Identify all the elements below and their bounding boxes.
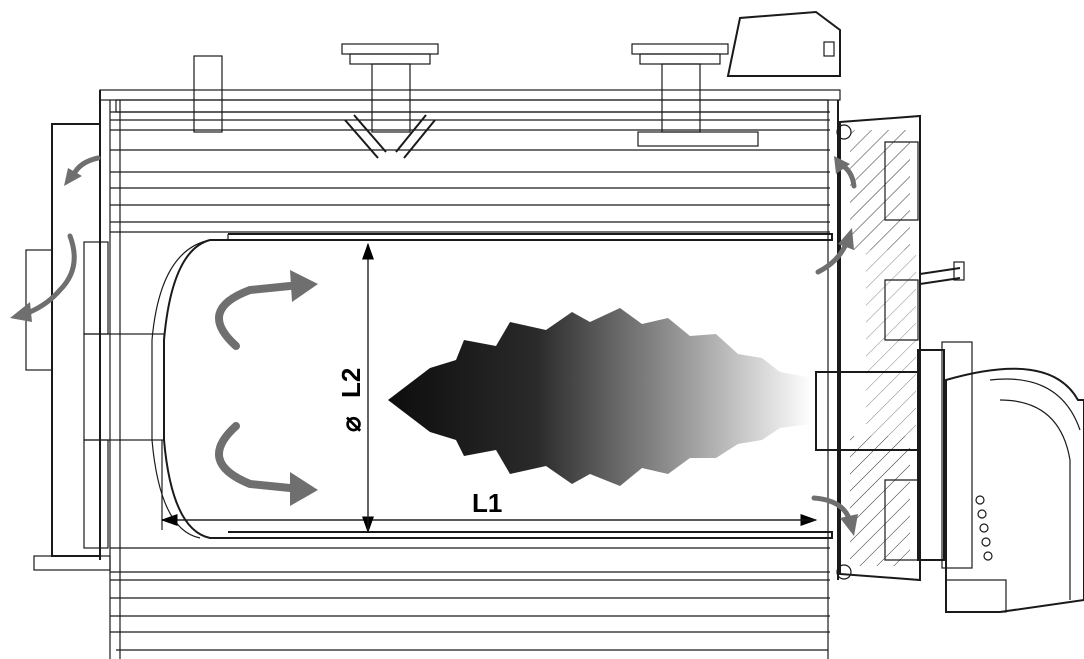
dimension-l1: [160, 440, 818, 530]
arrow-head-icon: [834, 156, 850, 174]
diameter-symbol: ⌀: [336, 416, 366, 432]
flow-arrow-icon: [815, 241, 849, 275]
arrow-head-icon: [838, 228, 854, 250]
label-l2: ⌀ L2: [336, 368, 366, 432]
front-door: [836, 114, 965, 582]
rear-smoke-chamber: [25, 123, 165, 571]
burner: [815, 341, 1084, 613]
flame: [388, 308, 812, 486]
top-nozzles: [193, 10, 841, 159]
flow-arrow-icon: [27, 233, 77, 315]
boiler-shell: [99, 89, 841, 659]
arrow-head-icon: [290, 472, 318, 506]
label-l1: L1: [472, 488, 502, 518]
arrow-head-icon: [290, 270, 318, 302]
flow-arrow-icon: [71, 155, 101, 177]
flow-arrow-icon: [215, 282, 294, 350]
flow-arrow-icon: [811, 495, 851, 519]
arrow-head-icon: [64, 168, 82, 186]
flow-arrow-icon: [215, 422, 294, 492]
diameter-label: L2: [336, 368, 366, 398]
arrow-head-icon: [840, 514, 858, 536]
flow-arrows: [10, 155, 858, 536]
furnace-chamber: [151, 233, 833, 539]
arrow-head-icon: [10, 302, 32, 322]
